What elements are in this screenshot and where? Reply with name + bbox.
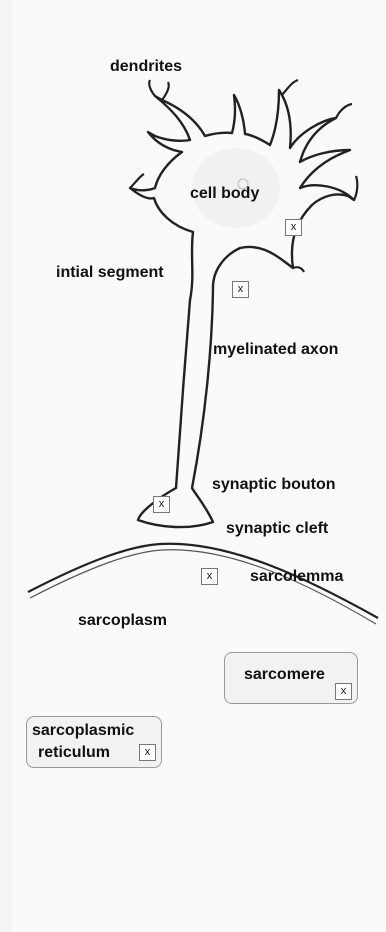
dendrite-branch [130, 174, 144, 188]
label-initial-segment: intial segment [56, 264, 164, 282]
dendrite-branch [149, 80, 155, 96]
label-dendrites: dendrites [110, 58, 182, 76]
label-cell-body: cell body [190, 185, 259, 203]
label-sarcolemma: sarcolemma [250, 568, 343, 586]
label-synaptic-bouton: synaptic bouton [212, 476, 336, 494]
label-myelinated-axon: myelinated axon [213, 341, 338, 359]
label-sarcomere: sarcomere [244, 666, 325, 684]
marker-x-sarcolemma[interactable]: x [201, 568, 218, 585]
marker-x-sarcoplasmic-reticulum[interactable]: x [139, 744, 156, 761]
label-reticulum: reticulum [38, 744, 110, 762]
dendrite-branch [293, 267, 304, 272]
dendrite-branch [336, 104, 352, 118]
dendrite-branch [162, 82, 169, 100]
label-sarcoplasmic: sarcoplasmic [32, 722, 134, 740]
marker-x-sarcomere[interactable]: x [335, 683, 352, 700]
dendrite-branch [354, 176, 357, 200]
label-synaptic-cleft: synaptic cleft [226, 520, 328, 538]
label-sarcoplasm: sarcoplasm [78, 612, 167, 630]
dendrite-branch [282, 80, 298, 95]
marker-x-synaptic-bouton[interactable]: x [153, 496, 170, 513]
marker-x-initial-segment[interactable]: x [232, 281, 249, 298]
marker-x-cell-body[interactable]: x [285, 219, 302, 236]
